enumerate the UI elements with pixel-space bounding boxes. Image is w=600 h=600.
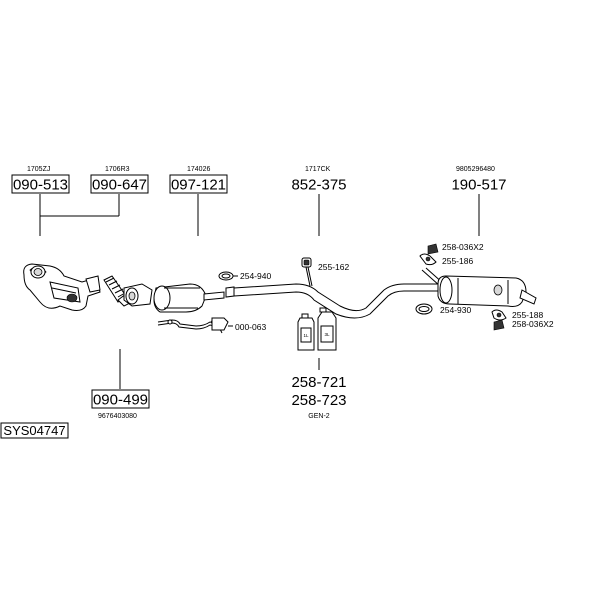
rear-silencer[interactable]	[421, 267, 537, 307]
ref-9805296480: 9805296480	[456, 166, 495, 173]
part-number-190-517[interactable]: 190-517	[451, 177, 506, 194]
leader-lines-top	[39, 194, 480, 236]
label-255-162: 255-162	[318, 262, 349, 272]
part-number-258-723[interactable]: 258-723	[291, 392, 346, 409]
hanger-255-188[interactable]	[491, 309, 507, 321]
system-id: SYS04747	[3, 423, 65, 438]
part-button-090-647[interactable]: 090-647	[90, 174, 149, 194]
label-258-036x2-bottom: 258-036X2	[512, 319, 554, 329]
part-button-090-499[interactable]: 090-499	[91, 389, 150, 409]
dpf-front-section[interactable]	[123, 283, 225, 313]
ref-174026: 174026	[187, 166, 210, 173]
part-number-852-375[interactable]: 852-375	[291, 177, 346, 194]
rubber-mount-258-036-bottom[interactable]	[493, 319, 505, 331]
part-number-090-647: 090-647	[92, 177, 147, 194]
catalytic-converter-assembly[interactable]	[23, 263, 101, 311]
ref-1705zj: 1705ZJ	[27, 166, 50, 173]
label-258-036x2-top: 258-036X2	[442, 242, 484, 252]
part-number-090-513: 090-513	[13, 177, 68, 194]
label-254-940: 254-940	[240, 271, 271, 281]
additive-container-1l[interactable]: 1L	[297, 313, 315, 351]
label-255-188: 255-188	[512, 310, 543, 320]
hanger-255-162[interactable]	[301, 257, 313, 287]
part-number-258-721[interactable]: 258-721	[291, 374, 346, 391]
hanger-255-186[interactable]	[419, 253, 437, 266]
part-button-090-513[interactable]: 090-513	[11, 174, 70, 194]
ref-1717ck: 1717CK	[305, 166, 331, 173]
clamp-254-930[interactable]	[415, 303, 433, 315]
container-label-3l: 3L	[324, 332, 330, 337]
additive-container-3l[interactable]: 3L	[317, 307, 337, 351]
label-255-186: 255-186	[442, 256, 473, 266]
leader-lines-bottom	[119, 349, 320, 389]
label-254-930: 254-930	[440, 305, 471, 315]
part-button-097-121[interactable]: 097-121	[169, 174, 228, 194]
middle-pipe[interactable]	[225, 283, 440, 319]
label-000-063: 000-063	[235, 322, 266, 332]
container-label-1l: 1L	[303, 333, 309, 338]
part-number-097-121: 097-121	[171, 177, 226, 194]
ref-1706r3: 1706R3	[105, 166, 130, 173]
rubber-mount-258-036-top[interactable]	[427, 243, 439, 255]
clamp-254-940[interactable]	[218, 271, 238, 281]
system-id-badge: SYS04747	[0, 422, 69, 439]
part-number-090-499: 090-499	[93, 392, 148, 409]
ref-9676403080: 9676403080	[98, 413, 137, 420]
ref-gen-2: GEN-2	[308, 413, 330, 420]
sensor-000-063[interactable]	[211, 317, 233, 331]
